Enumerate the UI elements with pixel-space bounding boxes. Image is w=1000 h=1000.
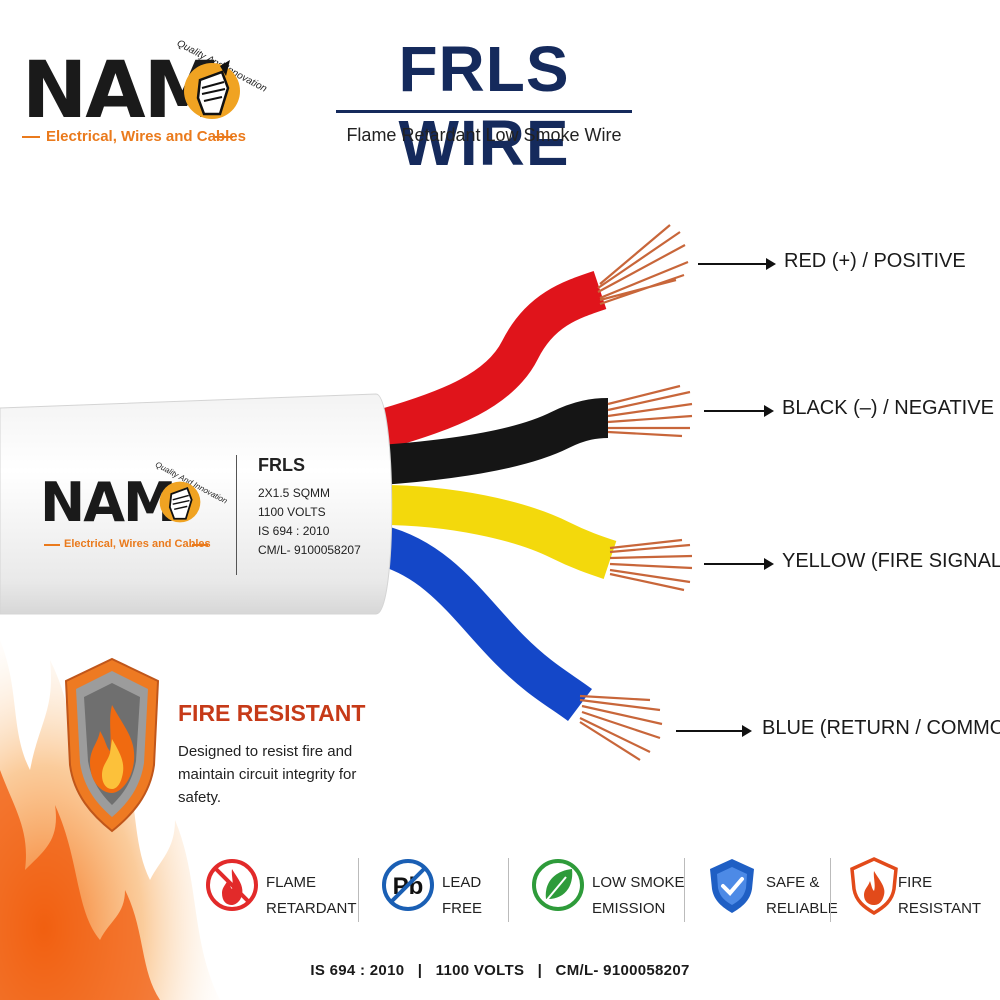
feature-lead-free: Pb LEAD FREE	[380, 850, 500, 930]
jacket-wordmark: NAM	[40, 471, 177, 534]
feature-fire-resistant: FIRE RESISTANT	[846, 850, 986, 930]
spec-heading: FRLS	[258, 455, 305, 475]
arrow-yellow	[704, 558, 774, 570]
feature-line: RESISTANT	[898, 900, 982, 917]
flame-shield-icon	[64, 657, 160, 833]
tagline-rule-left	[44, 544, 60, 546]
flame-shield-icon	[850, 857, 898, 915]
tagline-rule-right	[192, 544, 208, 546]
logo-tagline: Electrical, Wires and Cables	[46, 128, 246, 145]
tagline-rule-right	[215, 136, 233, 138]
wire-label-red: RED (+) / POSITIVE	[784, 250, 966, 272]
feature-strip: FLAME RETARDANT Pb LEAD FREE	[190, 850, 990, 930]
page-title: FRLS WIRE	[398, 33, 570, 179]
feature-divider	[508, 858, 509, 922]
brand-logo: Quality And Innovation NAM Electrical, W…	[22, 30, 269, 150]
spec-line: 1100 VOLTS	[258, 505, 326, 519]
fire-resistant-heading: FIRE RESISTANT	[178, 700, 366, 726]
feature-divider	[358, 858, 359, 922]
jacket-tagline: Electrical, Wires and Cables	[64, 538, 211, 550]
jacket-divider	[236, 455, 237, 575]
feature-line: LEAD	[442, 874, 482, 891]
yellow-wire	[379, 485, 617, 579]
spec-line: IS 694 : 2010	[258, 524, 330, 538]
feature-line: FIRE	[898, 874, 933, 891]
feature-line: EMISSION	[592, 900, 666, 917]
feature-safe-reliable: SAFE & RELIABLE	[704, 850, 838, 930]
feature-line: FLAME	[266, 874, 317, 891]
red-wire	[374, 271, 607, 450]
title-divider	[336, 110, 632, 113]
feature-line: RELIABLE	[766, 900, 838, 917]
tagline-rule-left	[22, 136, 40, 138]
feature-divider	[830, 858, 831, 922]
cable-spec: FRLS 2X1.5 SQMM 1100 VOLTS IS 694 : 2010…	[258, 455, 361, 560]
pb-free-icon: Pb	[382, 859, 434, 911]
blue-wire	[374, 525, 592, 722]
feature-text: LOW SMOKE EMISSION	[592, 870, 685, 922]
copper-strands	[579, 224, 693, 761]
feature-line: LOW SMOKE	[592, 874, 685, 891]
feature-flame-retardant: FLAME RETARDANT	[204, 850, 357, 930]
page-subtitle: Flame Retardant Low Smoke Wire	[346, 125, 622, 145]
feature-line: RETARDANT	[266, 900, 357, 917]
no-flame-icon	[206, 859, 258, 911]
feature-text: FIRE RESISTANT	[898, 870, 981, 922]
arrow-blue	[676, 725, 752, 737]
jacket-logo: Quality And Innovation NAM Electrical, W…	[40, 460, 230, 558]
feature-divider	[684, 858, 685, 922]
feature-text: SAFE & RELIABLE	[766, 870, 838, 922]
feature-text: FLAME RETARDANT	[266, 870, 357, 922]
spec-line: CM/L- 9100058207	[258, 543, 361, 557]
footer-spec: IS 694 : 2010 | 1100 VOLTS | CM/L- 91000…	[310, 962, 690, 979]
leaf-icon	[532, 859, 584, 911]
fist-icon	[159, 481, 201, 523]
feature-text: LEAD FREE	[442, 870, 482, 922]
arrow-black	[704, 405, 774, 417]
check-shield-icon	[710, 859, 754, 913]
feature-line: SAFE &	[766, 874, 820, 891]
fist-icon	[184, 60, 240, 119]
wire-label-black: BLACK (–) / NEGATIVE	[782, 397, 994, 419]
feature-line: FREE	[442, 900, 483, 917]
spec-line: 2X1.5 SQMM	[258, 486, 331, 500]
fire-resistant-description: Designed to resist fire and maintain cir…	[178, 743, 357, 806]
arrow-red	[698, 258, 776, 270]
wire-label-blue: BLUE (RETURN / COMMON)	[762, 717, 1000, 739]
wire-label-yellow: YELLOW (FIRE SIGNAL)	[782, 550, 1000, 572]
black-wire	[378, 398, 609, 485]
feature-low-smoke: LOW SMOKE EMISSION	[530, 850, 685, 930]
